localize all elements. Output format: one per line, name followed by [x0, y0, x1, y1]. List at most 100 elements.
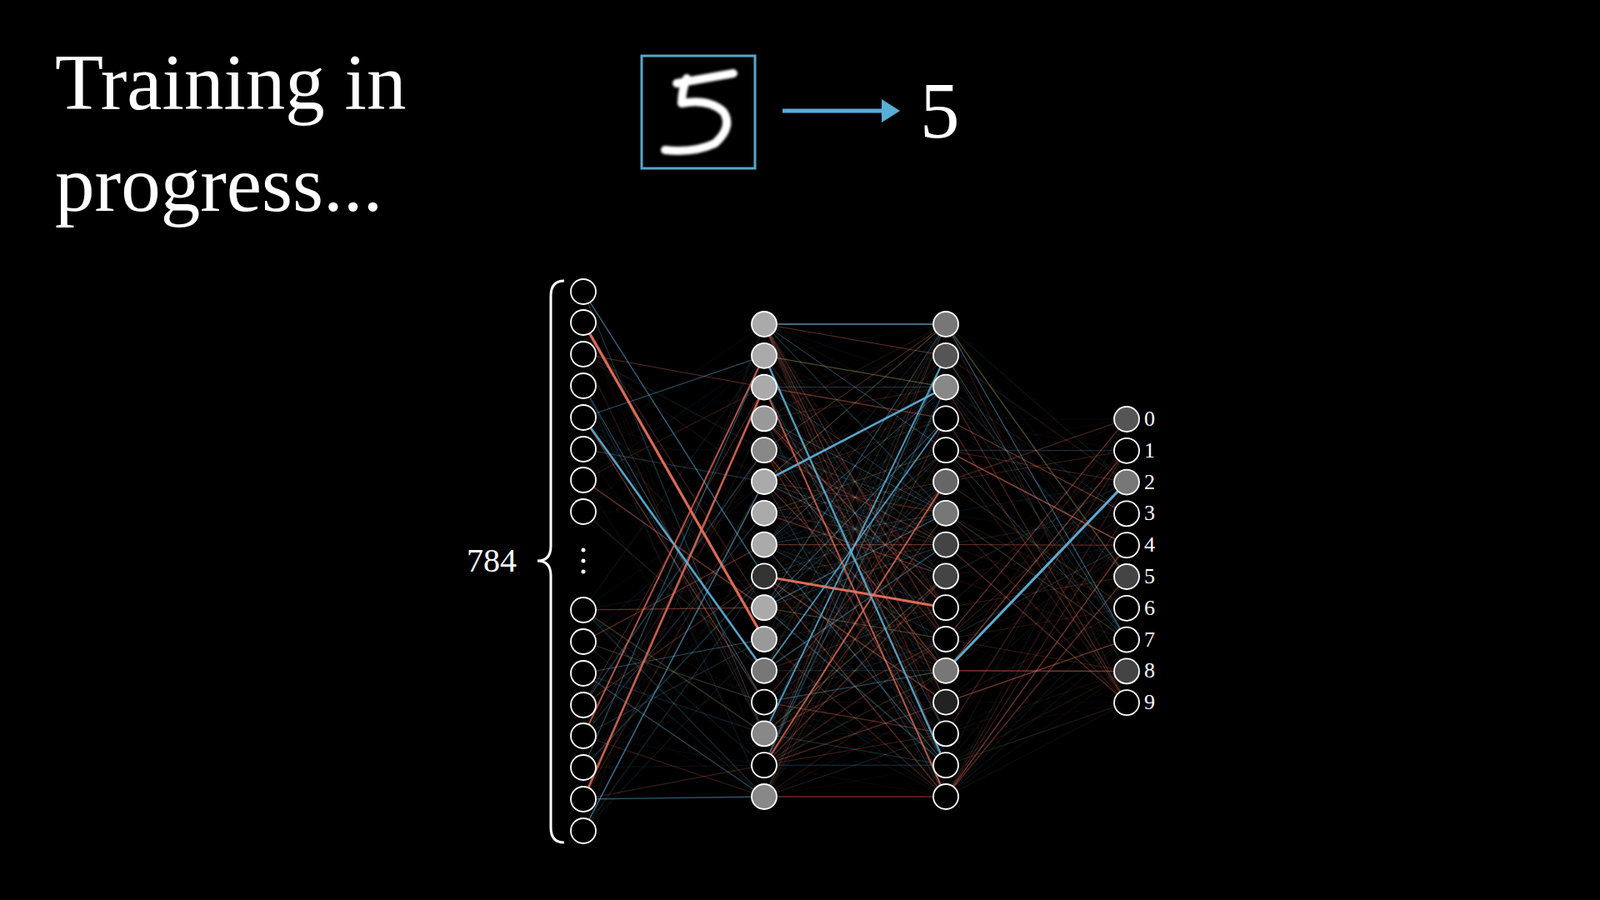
- output-digit-holder: 7: [1144, 629, 1155, 651]
- weight-line: [945, 387, 1127, 515]
- weight-line: [583, 324, 765, 800]
- output-digit: 4: [1144, 534, 1155, 556]
- weight-line: [764, 324, 946, 797]
- output-digit-holder: 2: [1144, 471, 1155, 494]
- weight-line: [764, 670, 946, 765]
- strong-weight-line: [764, 481, 946, 765]
- weight-line: [583, 545, 765, 800]
- weight-line: [945, 450, 1127, 671]
- predicted-digit: 5: [920, 71, 960, 151]
- weight-line: [764, 765, 946, 797]
- weight-line: [764, 324, 946, 356]
- neuron: [933, 437, 959, 463]
- weight-line: [945, 608, 1127, 797]
- weight-line: [945, 355, 1127, 577]
- weight-line: [764, 355, 946, 765]
- weight-line: [764, 323, 946, 325]
- neuron: [751, 784, 777, 810]
- neuron: [570, 786, 596, 812]
- weight-line: [945, 640, 1127, 797]
- weight-line: [945, 576, 1127, 797]
- neuron: [751, 720, 777, 746]
- weight-line: [945, 355, 1127, 483]
- ellipsis-dot: [581, 548, 586, 553]
- neuron: [751, 626, 777, 652]
- weight-line: [945, 513, 1127, 797]
- neuron: [933, 469, 959, 495]
- arrow-head: [881, 99, 900, 123]
- strong-weight-line: [945, 640, 1127, 703]
- weight-line: [764, 795, 946, 797]
- neuron: [570, 467, 596, 493]
- weight-line: [583, 639, 765, 736]
- neurons: [570, 279, 1140, 844]
- neuron: [751, 500, 777, 526]
- weight-line: [583, 387, 765, 831]
- output-digit-holder: 3: [1144, 502, 1155, 525]
- neuron: [570, 341, 596, 367]
- neuron: [933, 784, 959, 810]
- neuron: [570, 310, 596, 335]
- layer-brace: [537, 280, 565, 843]
- weight-line: [764, 324, 946, 703]
- weight-line: [764, 324, 946, 388]
- weight-line: [583, 575, 765, 831]
- title: Training in progress...: [55, 31, 522, 235]
- neuron: [933, 311, 959, 337]
- weight-line: [583, 324, 765, 450]
- strong-weight-line: [583, 387, 765, 800]
- weight-line: [764, 355, 946, 797]
- strong-weight-line: [764, 355, 946, 765]
- weight-line: [583, 765, 765, 768]
- arrow-shaft: [782, 109, 885, 114]
- neuron: [933, 343, 959, 369]
- neuron: [933, 563, 959, 589]
- neuron: [933, 405, 959, 431]
- weight-line: [945, 419, 1127, 450]
- weight-line: [764, 639, 946, 734]
- weight-line: [945, 545, 1127, 671]
- output-digit-holder: 0: [1144, 408, 1155, 430]
- neuron: [933, 690, 959, 715]
- weight-line: [583, 449, 765, 703]
- neuron: [570, 373, 596, 399]
- neuron: [570, 436, 596, 462]
- neuron: [751, 595, 777, 620]
- neuron: [751, 437, 777, 463]
- output-digit: 1: [1144, 440, 1155, 462]
- weight-line: [945, 324, 1127, 577]
- neuron: [570, 629, 596, 655]
- strong-weight-line: [583, 355, 765, 736]
- neuron: [1114, 595, 1140, 621]
- neuron: [570, 818, 596, 844]
- neuron: [1114, 406, 1140, 432]
- weight-line: [583, 796, 765, 800]
- weight-line: [583, 511, 765, 514]
- layer-size-holder: 784: [466, 544, 517, 578]
- strong-weight-line: [945, 482, 1127, 671]
- neuron: [570, 279, 596, 305]
- weight-line: [583, 480, 765, 765]
- neuron: [933, 500, 959, 526]
- output-digit: 2: [1144, 471, 1155, 494]
- strong-weight-line: [945, 324, 1127, 640]
- neuron: [933, 658, 959, 684]
- weight-line: [764, 324, 946, 765]
- weight-line: [764, 355, 946, 797]
- neuron: [751, 752, 777, 778]
- neuron: [570, 597, 596, 623]
- weight-line: [945, 418, 1127, 577]
- input-image-frame: [641, 55, 755, 169]
- output-digit-holder: 6: [1144, 597, 1155, 620]
- neuron: [751, 563, 777, 589]
- neuron: [933, 595, 959, 620]
- output-digit: 9: [1144, 691, 1155, 714]
- weight-line: [764, 324, 946, 765]
- neuron: [1114, 627, 1140, 653]
- weight-line: [764, 481, 946, 797]
- weight-line: [945, 418, 1127, 420]
- neuron: [570, 405, 596, 430]
- neuron: [751, 532, 777, 558]
- output-digit-holder: 5: [1144, 565, 1155, 588]
